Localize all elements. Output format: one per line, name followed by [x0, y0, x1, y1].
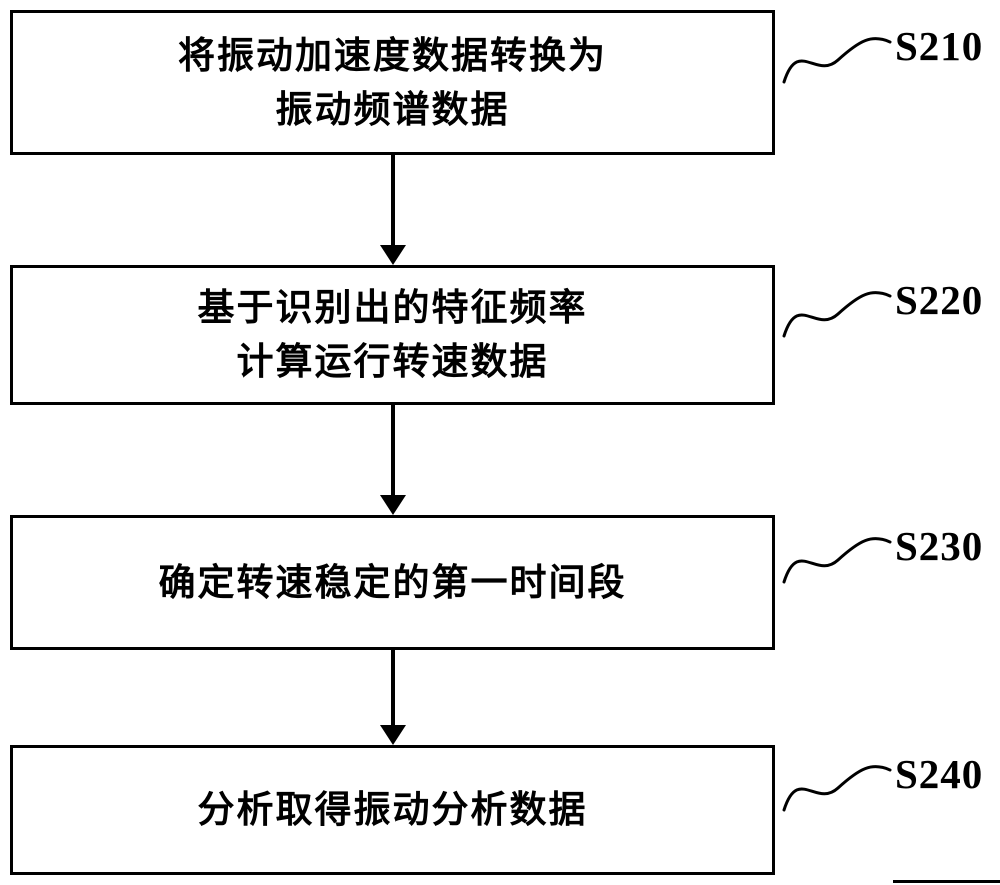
bottom-right-line [893, 880, 1000, 883]
flow-box-step4-text: 分析取得振动分析数据 [197, 789, 588, 831]
down-arrow-3 [380, 650, 406, 745]
flow-box-step3: 确定转速稳定的第一时间段 [10, 515, 775, 650]
flow-box-step1-text: 将振动加速度数据转换为 振动频谱数据 [178, 34, 607, 130]
step-label-s230: S230 [895, 523, 984, 569]
step-label-s240: S240 [895, 751, 984, 797]
flow-box-step2-text: 基于识别出的特征频率 计算运行转速数据 [197, 287, 588, 382]
down-arrow-2 [380, 405, 406, 515]
flow-box-step1: 将振动加速度数据转换为 振动频谱数据 [10, 10, 775, 155]
flow-box-step2: 基于识别出的特征频率 计算运行转速数据 [10, 265, 775, 405]
step-label-s210: S210 [895, 23, 984, 69]
leader-line-s220 [782, 282, 894, 342]
leader-line-s210 [782, 28, 894, 88]
leader-line-s230 [782, 528, 894, 588]
flow-box-step3-text: 确定转速稳定的第一时间段 [158, 561, 627, 603]
leader-line-s240 [782, 756, 894, 816]
down-arrow-1 [380, 155, 406, 265]
step-label-s220: S220 [895, 277, 984, 323]
flow-box-step4: 分析取得振动分析数据 [10, 745, 775, 875]
